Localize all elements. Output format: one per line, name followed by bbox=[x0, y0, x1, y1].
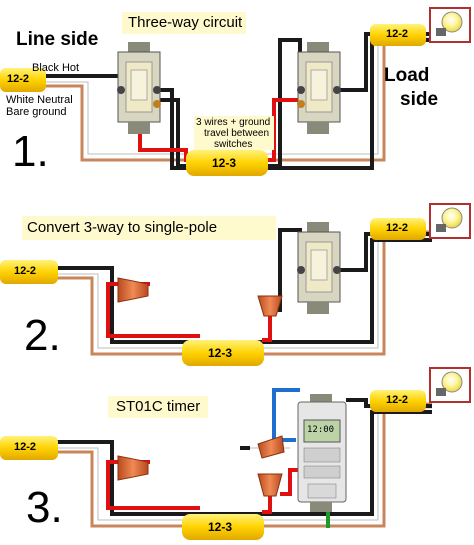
cable-12-2-left bbox=[0, 436, 58, 460]
title-note-bg bbox=[108, 396, 208, 418]
cable-12-2-left bbox=[0, 260, 58, 284]
cable-12-3-mid-label: 12-3 bbox=[208, 346, 233, 360]
single-pole-switch bbox=[297, 222, 341, 314]
cable-12-2-right-label: 12-2 bbox=[386, 394, 409, 406]
diagram-1-title: Three-way circuit bbox=[128, 14, 243, 31]
cable-12-2-right bbox=[370, 218, 426, 240]
step-2-number: 2. bbox=[24, 311, 61, 360]
diagram-3-st01c-timer bbox=[0, 367, 471, 540]
title-note-bg bbox=[122, 12, 246, 34]
cable-12-2-left bbox=[0, 68, 46, 92]
wire-nut-icon bbox=[257, 473, 283, 497]
timer-display bbox=[303, 419, 341, 443]
three-way-switch-2 bbox=[297, 42, 341, 134]
wire-nut-icon bbox=[257, 435, 285, 459]
cable-12-2-left-label: 12-2 bbox=[14, 265, 37, 277]
cable-12-2-right bbox=[370, 24, 426, 46]
three-way-switch-1 bbox=[117, 42, 161, 134]
cable-12-3-mid bbox=[186, 150, 268, 176]
cable-12-2-right-label: 12-2 bbox=[386, 222, 409, 234]
wire-nut-icon bbox=[117, 455, 149, 481]
line-side-label: Line side bbox=[16, 29, 99, 50]
cable-12-3-mid-label: 12-3 bbox=[208, 520, 233, 534]
light-bulb-icon bbox=[429, 203, 471, 239]
cable-12-2-right bbox=[370, 390, 426, 412]
diagram-1-three-way-circuit bbox=[0, 7, 471, 176]
wire-nut-icon bbox=[117, 277, 149, 303]
travel-note-line-2: travel between bbox=[204, 128, 270, 139]
cable-12-2-left-label: 12-2 bbox=[14, 441, 37, 453]
st01c-timer-device bbox=[297, 394, 347, 512]
cable-12-2-right-label: 12-2 bbox=[386, 28, 409, 40]
travel-note-line-3: switches bbox=[214, 139, 253, 150]
cable-12-2-left-label: 12-2 bbox=[7, 73, 30, 85]
bare-ground-label: Bare ground bbox=[6, 106, 67, 118]
wire-nut-icon bbox=[257, 295, 283, 317]
light-bulb-icon bbox=[429, 367, 471, 403]
travel-note-bg bbox=[194, 116, 274, 150]
diagram-2-title: Convert 3-way to single-pole bbox=[27, 219, 218, 236]
diagram-2-convert-single-pole bbox=[0, 203, 471, 366]
cable-12-3-mid-label: 12-3 bbox=[212, 156, 237, 170]
light-bulb-icon bbox=[429, 7, 471, 43]
white-neutral-label: White Neutral bbox=[6, 94, 73, 106]
diagram-2-wires bbox=[40, 228, 432, 356]
black-hot-label: Black Hot bbox=[32, 62, 80, 74]
step-3-number: 3. bbox=[26, 483, 63, 532]
step-1-number: 1. bbox=[12, 127, 49, 176]
travel-note-line-1: 3 wires + ground bbox=[196, 117, 271, 128]
diagram-3-title: ST01C timer bbox=[116, 398, 201, 415]
timer-display-text: 12:00 bbox=[307, 425, 335, 435]
cable-12-3-mid bbox=[182, 514, 264, 540]
title-note-bg bbox=[22, 216, 276, 240]
cable-12-3-mid bbox=[182, 340, 264, 366]
load-side-label-line-1: Load bbox=[384, 65, 430, 86]
load-side-label-line-2: side bbox=[400, 89, 439, 110]
